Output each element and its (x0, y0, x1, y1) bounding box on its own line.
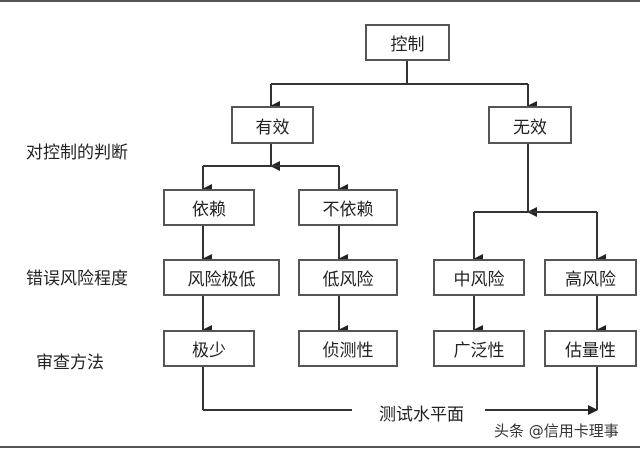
row-label-review-method: 审查方法 (36, 353, 104, 373)
bottom-border (0, 446, 640, 448)
node-control: 控制 (365, 24, 450, 61)
watermark: 头条 @信用卡理事 (494, 422, 619, 440)
test-level-label: 测试水平面 (379, 405, 464, 425)
node-ineffective: 无效 (488, 106, 572, 144)
node-risk-high: 高风险 (544, 259, 637, 296)
node-method-extensive: 广泛性 (433, 330, 525, 367)
node-method-minimal: 极少 (163, 330, 255, 367)
node-method-detective: 侦测性 (298, 330, 398, 367)
node-risk-medium: 中风险 (433, 259, 525, 296)
top-border (0, 0, 640, 2)
row-label-judgment: 对控制的判断 (26, 143, 128, 163)
row-label-risk-degree: 错误风险程度 (26, 269, 128, 289)
node-risk-very-low: 风险极低 (163, 259, 280, 296)
node-effective: 有效 (231, 106, 314, 144)
node-method-estimative: 估量性 (544, 330, 637, 367)
node-rely: 依赖 (163, 189, 255, 226)
node-risk-low: 低风险 (298, 259, 398, 296)
node-not-rely: 不依赖 (298, 189, 398, 226)
